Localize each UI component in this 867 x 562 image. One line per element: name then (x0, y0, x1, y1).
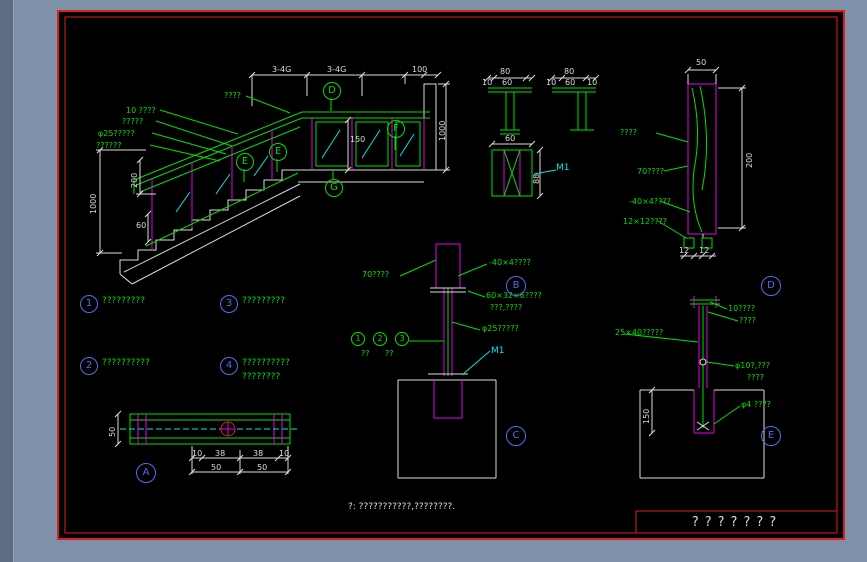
title-block-text: ??????? (691, 515, 783, 530)
window-left-edge (0, 0, 14, 562)
rail-section-details (484, 74, 600, 200)
stair-elevation (96, 71, 450, 285)
general-note: ?: ???????????,????????. (348, 502, 456, 512)
plan-detail-a (114, 410, 298, 476)
drawing-sheet (57, 10, 845, 540)
handrail-profile-detail (655, 66, 746, 260)
post-base-detail-c (397, 243, 497, 479)
sheet-inner-border (64, 16, 838, 534)
post-base-detail-e (623, 296, 765, 479)
